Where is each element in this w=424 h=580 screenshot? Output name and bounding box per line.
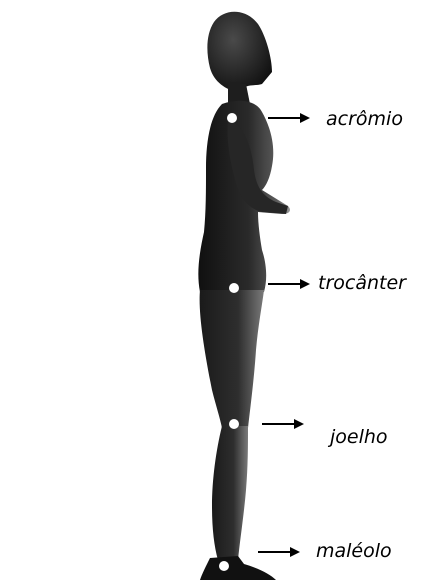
acromion-arrow (268, 113, 310, 123)
acromion-label: acrômio (326, 110, 403, 129)
knee-label: joelho (330, 428, 388, 447)
knee-marker (229, 419, 239, 429)
trochanter-marker (229, 283, 239, 293)
trochanter-label: trocânter (318, 274, 406, 293)
malleolus-marker (219, 561, 229, 571)
malleolus-arrow (258, 547, 300, 557)
acromion-marker (227, 113, 237, 123)
trochanter-arrow (268, 279, 310, 289)
figure-head (207, 12, 272, 92)
figure-thigh (200, 290, 264, 428)
figure-lower-leg (212, 426, 248, 560)
figure-foot (200, 556, 276, 580)
malleolus-label: maléolo (316, 542, 392, 561)
knee-arrow (262, 419, 304, 429)
